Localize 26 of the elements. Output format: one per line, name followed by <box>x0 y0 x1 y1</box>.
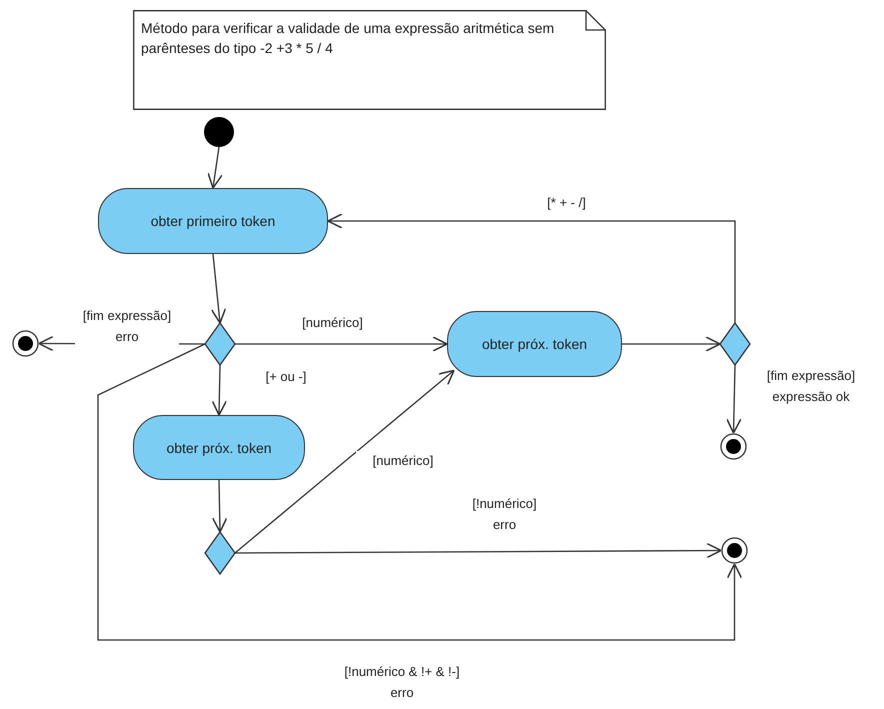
note-box <box>133 10 606 110</box>
arrow <box>212 364 228 416</box>
initial-node <box>204 117 234 147</box>
action-box <box>447 311 622 377</box>
decision-diamond <box>720 323 750 365</box>
node-text: obter próx. token <box>166 440 272 456</box>
arrow <box>235 542 722 558</box>
action-box <box>98 188 328 254</box>
arrow <box>207 146 223 189</box>
decision-diamond <box>205 323 235 365</box>
arrow <box>726 364 742 434</box>
decision-diamond <box>205 532 235 574</box>
arrow <box>234 370 455 554</box>
arrow <box>212 480 228 533</box>
arrow <box>622 336 721 352</box>
node-text: obter primeiro token <box>150 213 276 229</box>
final-node <box>12 330 39 357</box>
node-text: Método para verificar a validade de uma expressão aritmética sem parênteses do tipo -2 +3 * 5 / 4 <box>141 19 556 58</box>
node-text: obter próx. token <box>482 336 588 352</box>
arrow <box>235 336 448 352</box>
final-node <box>720 433 747 460</box>
action-box <box>133 415 305 480</box>
arrow <box>97 343 742 641</box>
arrow <box>210 254 226 324</box>
final-node <box>721 537 748 564</box>
arrow <box>327 213 736 323</box>
